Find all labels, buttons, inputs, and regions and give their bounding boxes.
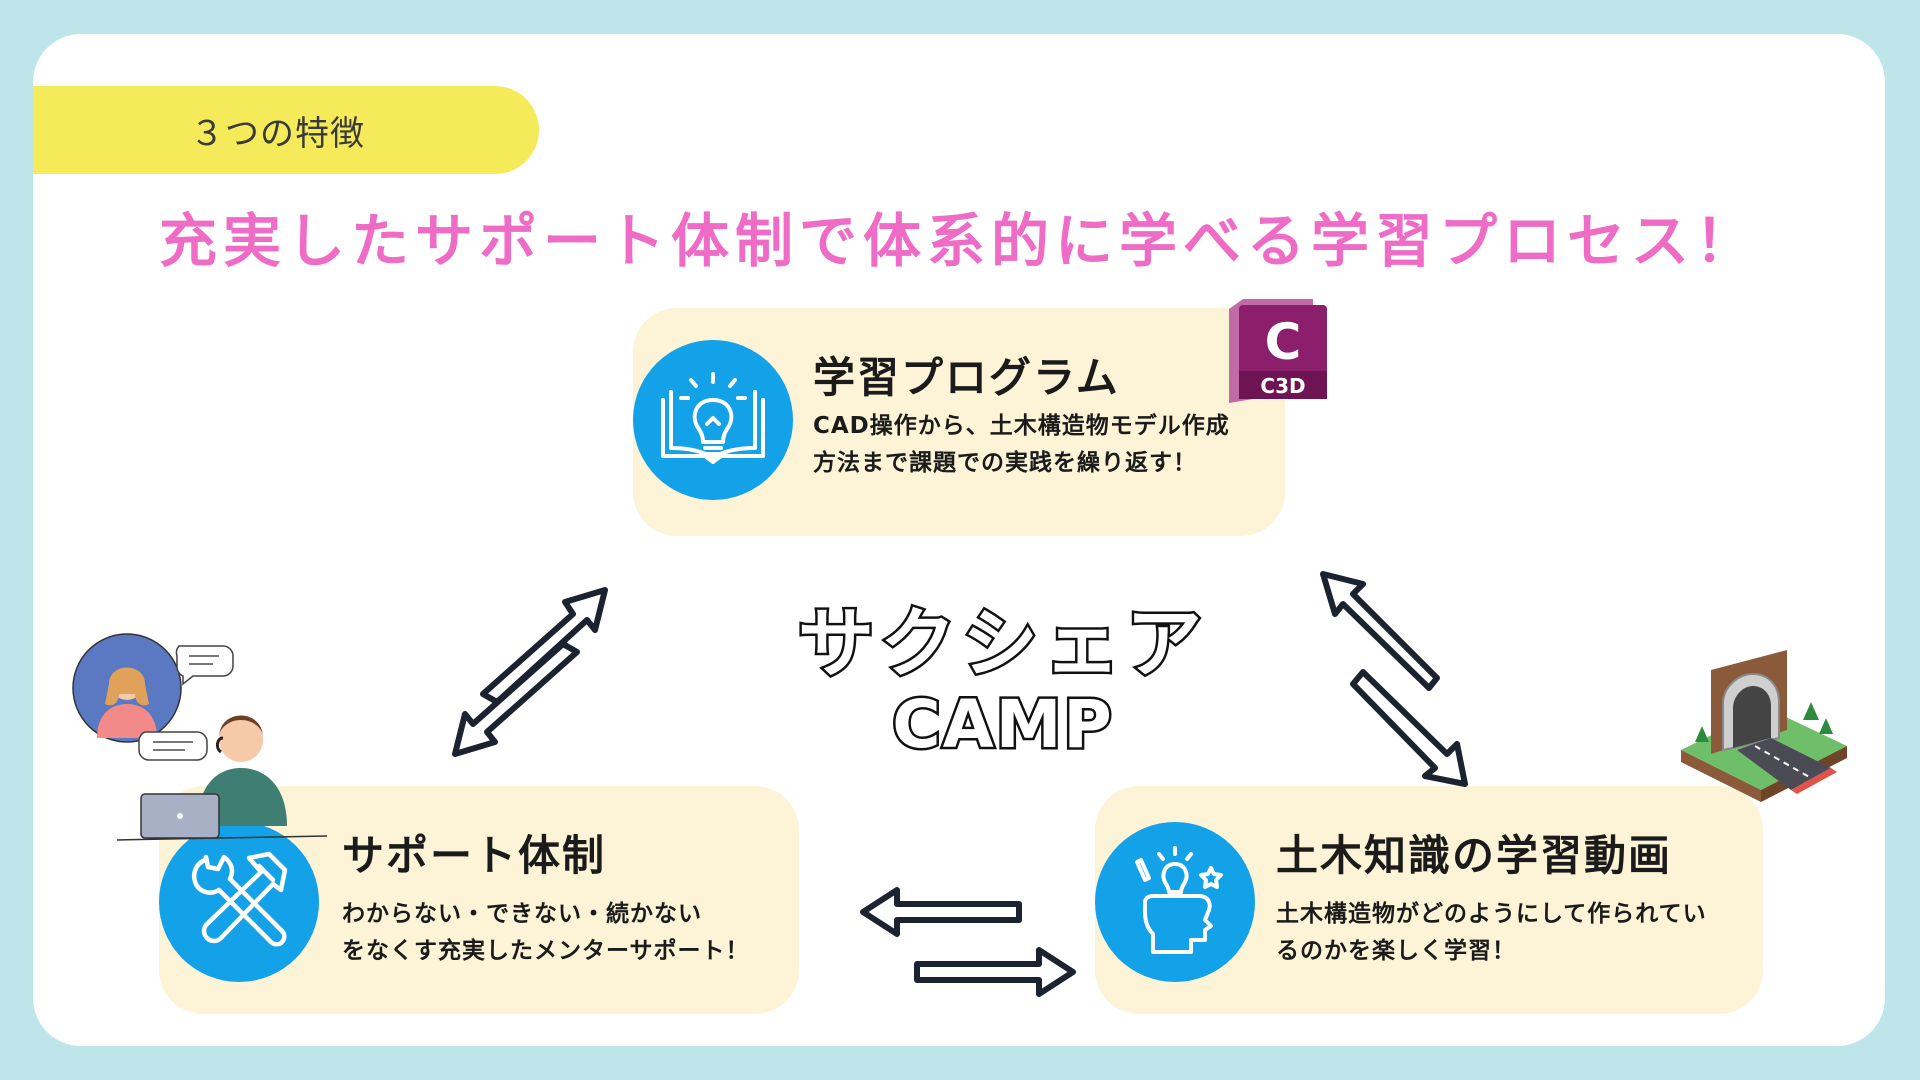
feature-tag: ３つの特徴 bbox=[33, 86, 539, 174]
support-person-illustration bbox=[72, 633, 328, 841]
support-icon-circle bbox=[159, 822, 319, 982]
brand-line1: サクシェア bbox=[796, 597, 1208, 690]
brand-title: サクシェア CAMP bbox=[753, 597, 1253, 765]
video-desc-line1: 土木構造物がどのようにして作られてい bbox=[1276, 901, 1707, 927]
video-icon-circle bbox=[1095, 822, 1255, 982]
logo-letter: C bbox=[1265, 313, 1302, 371]
video-desc-line2: るのかを楽しく学習！ bbox=[1276, 938, 1516, 964]
head-idea-icon bbox=[1135, 846, 1223, 954]
support-title: サポート体制 bbox=[342, 831, 607, 880]
support-desc-line1: わからない・できない・続かない bbox=[342, 901, 702, 927]
headline: 充実したサポート体制で体系的に学べる学習プロセス！ bbox=[158, 207, 1759, 275]
main-panel: ３つの特徴 充実したサポート体制で体系的に学べる学習プロセス！ 学習プログラム … bbox=[33, 34, 1885, 1046]
arrow-horizontal bbox=[860, 887, 1076, 997]
program-desc-line2: 方法まで課題での実践を繰り返す！ bbox=[813, 450, 1197, 476]
support-desc-line2: をなくす充実したメンターサポート！ bbox=[342, 938, 750, 964]
logo-sub: C3D bbox=[1260, 374, 1305, 398]
feature-tag-label: ３つの特徴 bbox=[190, 113, 365, 154]
arrow-left-diagonal bbox=[452, 587, 608, 757]
video-title: 土木知識の学習動画 bbox=[1276, 831, 1673, 880]
brand-line2: CAMP bbox=[890, 684, 1115, 765]
program-icon-circle bbox=[633, 340, 793, 500]
tunnel-illustration bbox=[1681, 650, 1847, 802]
tools-icon bbox=[192, 851, 288, 947]
lightbulb-book-icon bbox=[661, 372, 765, 464]
program-desc-line1: CAD操作から、土木構造物モデル作成 bbox=[813, 413, 1230, 439]
program-title: 学習プログラム bbox=[813, 353, 1120, 402]
arrow-right-diagonal bbox=[1320, 571, 1468, 787]
civil3d-logo: C C3D bbox=[1229, 299, 1327, 403]
